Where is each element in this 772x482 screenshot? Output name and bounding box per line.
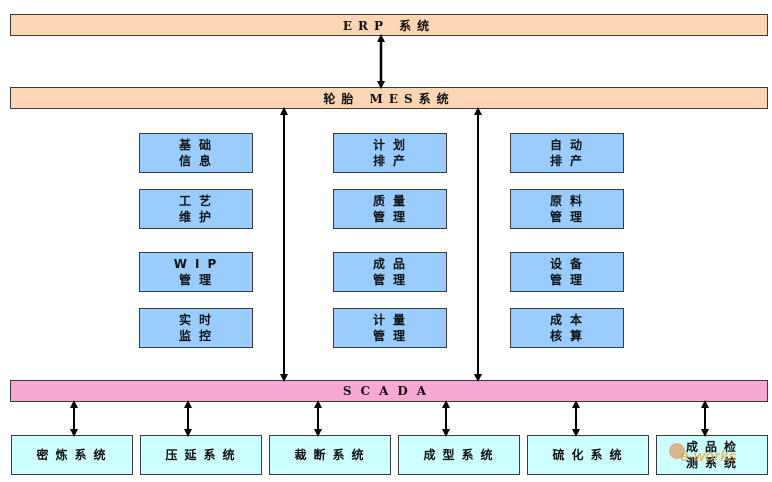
mes-system-bar: 轮胎 MES系统 — [10, 87, 768, 109]
module-line: 排产 — [372, 154, 413, 168]
subsystem-label: 密炼系统 — [36, 448, 113, 462]
module-equipment: 设备 管理 — [510, 252, 624, 292]
module-line: 质量 — [372, 194, 413, 208]
module-line: 管理 — [549, 273, 590, 287]
module-line: 管理 — [372, 329, 413, 343]
module-line: 管理 — [178, 273, 219, 287]
module-line: 成品 — [372, 257, 413, 271]
module-line: 核算 — [549, 329, 590, 343]
subsystem-cutting: 裁断系统 — [269, 435, 391, 475]
module-finished-goods: 成品 管理 — [333, 252, 447, 292]
module-line: 信息 — [178, 154, 219, 168]
scada-label: SCADA — [342, 384, 436, 398]
subsystem-building: 成型系统 — [398, 435, 520, 475]
module-line: 计量 — [372, 313, 413, 327]
module-realtime-monitor: 实时 监控 — [139, 308, 253, 348]
module-line: 排产 — [549, 154, 590, 168]
module-line: 管理 — [372, 273, 413, 287]
subsystem-label: 成品检 — [685, 440, 743, 454]
subsystem-label: 裁断系统 — [294, 448, 371, 462]
module-line: 设备 — [549, 257, 590, 271]
module-process-maintenance: 工艺 维护 — [139, 189, 253, 229]
module-metering: 计量 管理 — [333, 308, 447, 348]
module-line: WIP — [173, 257, 225, 271]
subsystem-label: 测系统 — [685, 456, 743, 470]
subsystem-label: 硫化系统 — [552, 448, 629, 462]
subsystem-calendering: 压延系统 — [140, 435, 262, 475]
module-line: 管理 — [549, 210, 590, 224]
module-basic-info: 基础 信息 — [139, 133, 253, 173]
module-quality: 质量 管理 — [333, 189, 447, 229]
subsystem-mixing: 密炼系统 — [11, 435, 133, 475]
module-line: 实时 — [178, 313, 219, 327]
watermark-text: e-works — [680, 448, 737, 465]
erp-system-label: ERP 系统 — [342, 18, 436, 33]
subsystem-curing: 硫化系统 — [527, 435, 649, 475]
module-wip: WIP 管理 — [139, 252, 253, 292]
subsystem-inspection: 成品检 测系统 — [656, 435, 768, 475]
module-line: 工艺 — [178, 194, 219, 208]
module-material: 原料 管理 — [510, 189, 624, 229]
module-line: 成本 — [549, 313, 590, 327]
module-line: 计划 — [372, 138, 413, 152]
subsystem-label: 压延系统 — [165, 448, 242, 462]
mes-system-label: 轮胎 MES系统 — [323, 91, 455, 106]
module-cost-accounting: 成本 核算 — [510, 308, 624, 348]
module-line: 维护 — [178, 210, 219, 224]
erp-system-bar: ERP 系统 — [10, 14, 768, 36]
module-line: 管理 — [372, 210, 413, 224]
module-line: 原料 — [549, 194, 590, 208]
module-planning: 计划 排产 — [333, 133, 447, 173]
module-line: 自动 — [549, 138, 590, 152]
scada-bar: SCADA — [10, 380, 768, 402]
module-auto-scheduling: 自动 排产 — [510, 133, 624, 173]
subsystem-label: 成型系统 — [423, 448, 500, 462]
module-line: 监控 — [178, 329, 219, 343]
watermark-logo-icon — [669, 443, 685, 459]
module-line: 基础 — [178, 138, 219, 152]
